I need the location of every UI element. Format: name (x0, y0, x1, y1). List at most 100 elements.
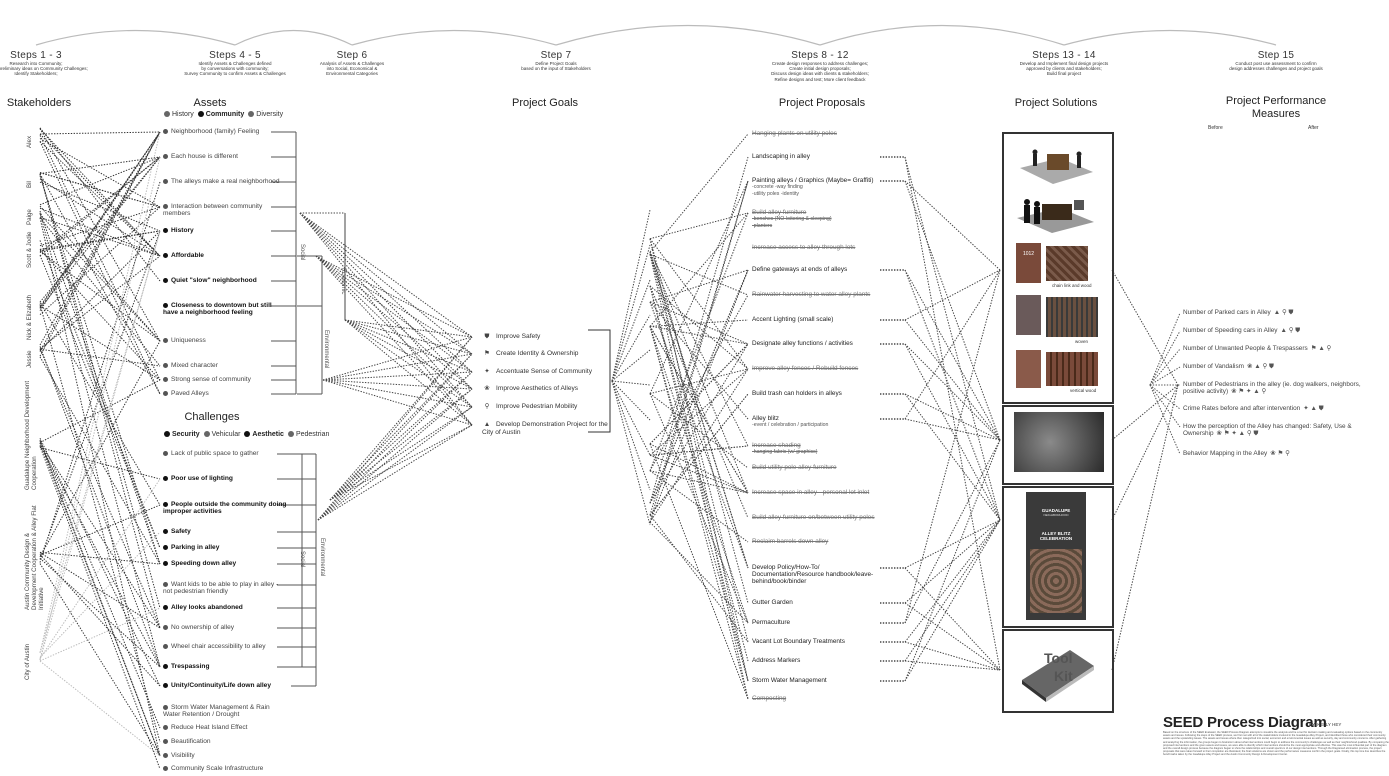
proposal-label: Increase access to alley through lots (752, 244, 856, 251)
challenge-item: Wheel chair accessibility to alley (163, 643, 266, 650)
poster-text-3: ALLEY BLITZ (1041, 531, 1071, 536)
flower-icon: ❀ (484, 385, 490, 392)
challenges-header: Challenges (184, 411, 240, 423)
proposal-label: Alley blitz (752, 415, 779, 422)
proposal-label: Storm Water Management (752, 677, 827, 684)
measure-icons: ▲ ⚲ ⛊ (1273, 309, 1294, 316)
goal-item: ⚲Improve Pedestrian Mobility (482, 403, 578, 411)
connector-line (39, 135, 161, 381)
challenge-item: Community Scale Infrastructure (163, 765, 263, 772)
connector-line (322, 379, 473, 390)
proposal-item: Build alley furniture-benches (NO-loiter… (752, 209, 832, 230)
connector-line (39, 181, 161, 563)
challenge-label: Storm Water Management & Rain Water Rete… (163, 704, 270, 719)
measure-icons: ✦ ▲ ⛊ (1303, 405, 1324, 412)
connector-line (904, 343, 1001, 521)
challenge-item: No ownership of alley (163, 624, 234, 631)
measure-item: Number of Speeding cars in Alley▲ ⚲ ⛊ (1183, 327, 1300, 334)
chain-link-caption: chain link and wood (1052, 283, 1092, 288)
step-description-line: Identify Stakeholders; (14, 71, 58, 77)
proposal-label: Accent Lighting (small scale) (752, 316, 834, 323)
proposal-item: Improve alley fences / Rebuild fences (752, 365, 858, 372)
measure-item: Number of Pedestrians in the alley (ie. … (1183, 381, 1383, 395)
proposal-item: Build trash can holders in alleys (752, 390, 842, 397)
goal-item: ▲Develop Demonstration Project for the C… (482, 421, 612, 437)
connector-line (904, 519, 1001, 643)
after-label: After (1308, 125, 1319, 131)
asset-item: Quiet "slow" neighborhood (163, 277, 257, 284)
challenge-item: Reduce Heat Island Effect (163, 724, 248, 731)
connector-line (611, 380, 651, 421)
challenge-label: Visibility (171, 752, 195, 759)
legend-label: Security (172, 431, 200, 438)
connector-line (39, 156, 161, 254)
connector-line (904, 269, 1001, 420)
challenge-item: Visibility (163, 752, 195, 759)
measure-item: How the perception of the Alley has chan… (1183, 423, 1383, 437)
measure-icons: ▲ ⚲ ⛊ (1280, 327, 1301, 334)
social-category-label: Social (299, 244, 305, 261)
connector-line (39, 156, 161, 660)
bullet-dot (163, 153, 168, 159)
asset-item: The alleys make a real neighborhood (163, 178, 283, 185)
asset-label: Quiet "slow" neighborhood (171, 277, 257, 284)
solution-bracket-1 (1002, 132, 1114, 404)
asset-item: Closeness to downtown but still have a n… (163, 302, 283, 317)
measure-label: Number of Speeding cars in Alley (1183, 327, 1278, 334)
connector-line (1149, 330, 1181, 386)
asset-item: Uniqueness (163, 337, 206, 344)
connector-line (39, 446, 161, 770)
challenge-label: Beautification (171, 738, 211, 745)
step-description-line: Define Project Goals (535, 61, 577, 66)
connector-line (904, 519, 1001, 662)
challenge-item: Safety (163, 528, 191, 535)
connector-line (329, 371, 473, 501)
proposal-item: Designate alley functions / activities (752, 340, 853, 347)
proposal-item: Build utility pole alley furniture (752, 464, 837, 471)
proposal-label: Develop Policy/How-To/ Documentation/Res… (752, 564, 874, 585)
author-byline: BY: KELLY HEY (1309, 722, 1342, 727)
connector-line (904, 156, 1001, 521)
bullet-dot (163, 643, 168, 649)
asset-item: Strong sense of community (163, 376, 251, 383)
step-description-line: Discuss design ideas with clients & stak… (771, 71, 869, 77)
connector-line (649, 454, 749, 494)
step-description-line: into Social, Economical & (326, 66, 378, 72)
connector-line (39, 447, 161, 480)
connector-line (39, 348, 161, 629)
asset-label: Closeness to downtown but still have a n… (163, 302, 272, 317)
alley-furniture-render-1 (1015, 140, 1095, 185)
proposal-label: Rainwater harvesting to water alley plan… (752, 291, 871, 298)
connector-line (904, 180, 1001, 271)
step-description-line: design addresses challenges and project … (1229, 66, 1323, 72)
step-title: Step 15 (1257, 50, 1295, 61)
connector-line (904, 180, 1001, 441)
proposal-label: Composting (752, 695, 787, 702)
fence-chain-link-photo (1046, 246, 1088, 281)
signpost-icon: ⚑ (484, 350, 490, 357)
fence-sample-photo-1 (1016, 295, 1041, 335)
connector-line (39, 356, 161, 565)
bullet-dot (163, 528, 168, 534)
environmental-category-label: Environmental (323, 330, 329, 369)
goal-item: ✦Accentuate Sense of Community (482, 368, 592, 376)
connector-line (299, 212, 473, 426)
proposal-item: Alley blitz-event / celebration / partic… (752, 415, 828, 429)
bullet-dot (163, 128, 168, 134)
connector-line (322, 379, 473, 408)
connector-line (39, 346, 161, 668)
step-description-line: Conduct post use assessment to confirm (1235, 61, 1317, 66)
proposal-item: Vacant Lot Boundary Treatments (752, 638, 845, 645)
proposal-item: Increase access to alley through lots (752, 244, 855, 251)
woven-caption: woven (1075, 339, 1089, 344)
connector-line (39, 255, 161, 350)
bullet-dot (163, 252, 168, 258)
challenge-item: Alley looks abandoned (163, 604, 243, 611)
step-description-line: Define preliminary ideas on Community Ch… (0, 66, 88, 72)
bullet-dot (163, 501, 168, 507)
connector-line (904, 641, 1001, 671)
asset-item: Each house is different (163, 153, 238, 160)
